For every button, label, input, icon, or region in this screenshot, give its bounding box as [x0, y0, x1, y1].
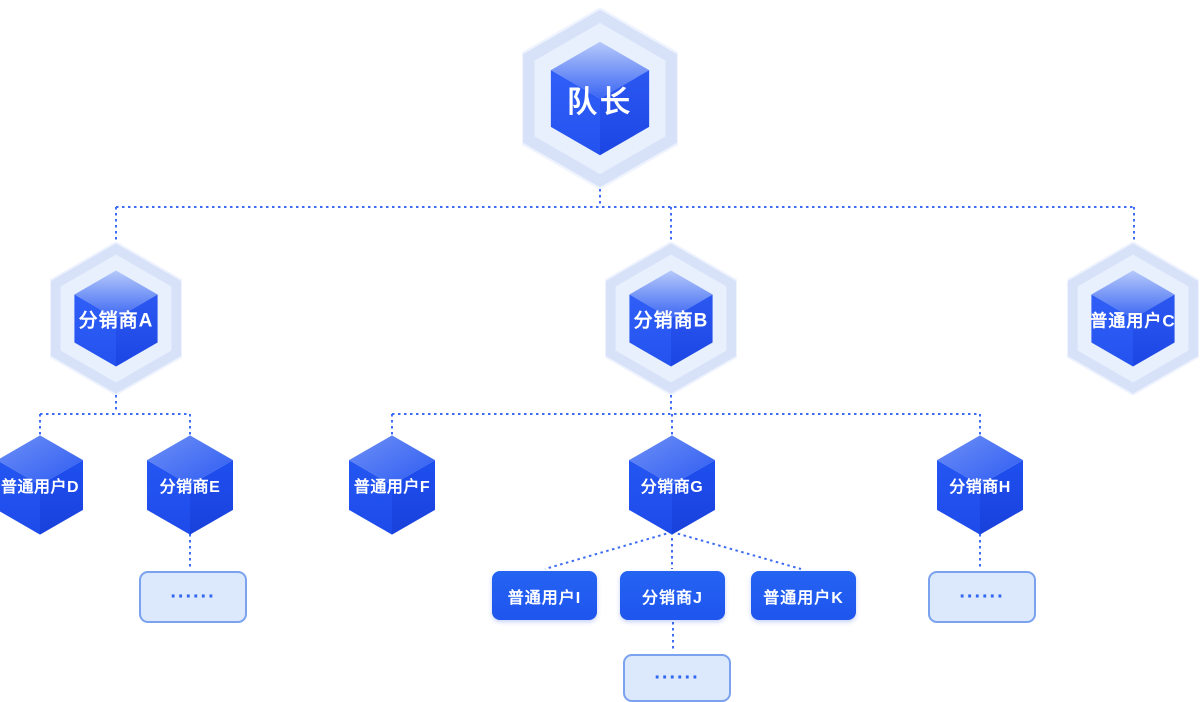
node-label: 队长 [567, 85, 633, 119]
ellipsis-box-under-j: ...... [623, 654, 731, 702]
ellipsis-text: ...... [170, 580, 216, 603]
node-label: 分销商E [159, 479, 221, 496]
node-distributor-g: 分销商G [629, 435, 715, 535]
node-distributor-h: 分销商H [937, 435, 1023, 535]
node-label: 分销商H [949, 479, 1011, 496]
ellipsis-box-under-h: ...... [928, 571, 1036, 623]
node-distributor-e: 分销商E [147, 435, 233, 535]
node-user-c: 普通用户C [1067, 242, 1199, 395]
node-label: 分销商B [633, 310, 709, 331]
node-user-k: 普通用户K [751, 571, 856, 620]
node-user-i: 普通用户I [492, 571, 597, 620]
node-distributor-b: 分销商B [605, 242, 737, 395]
node-distributor-j: 分销商J [620, 571, 725, 620]
hexagon-graphic [1067, 242, 1199, 395]
node-user-f: 普通用户F [349, 435, 435, 535]
node-label: 普通用户D [0, 479, 80, 496]
hexagon-graphic [629, 435, 715, 535]
node-label: 普通用户F [353, 479, 431, 496]
node-label: 普通用户I [507, 589, 582, 607]
node-label: 普通用户C [1090, 311, 1176, 330]
hexagon-graphic [0, 435, 83, 535]
hexagon-graphic [937, 435, 1023, 535]
node-user-d: 普通用户D [0, 435, 83, 535]
node-captain: 队长 [522, 8, 678, 189]
node-distributor-a: 分销商A [50, 242, 182, 395]
hexagon-graphic [50, 242, 182, 395]
hexagon-graphic [349, 435, 435, 535]
ellipsis-box-under-e: ...... [139, 571, 247, 623]
hexagon-graphic [605, 242, 737, 395]
ellipsis-text: ...... [959, 580, 1005, 603]
ellipsis-text: ...... [654, 661, 700, 684]
node-label: 分销商A [78, 310, 154, 331]
hexagon-graphic [147, 435, 233, 535]
node-label: 分销商J [642, 589, 703, 607]
node-label: 普通用户K [763, 589, 844, 607]
hexagon-graphic [522, 8, 678, 189]
node-label: 分销商G [640, 479, 704, 496]
